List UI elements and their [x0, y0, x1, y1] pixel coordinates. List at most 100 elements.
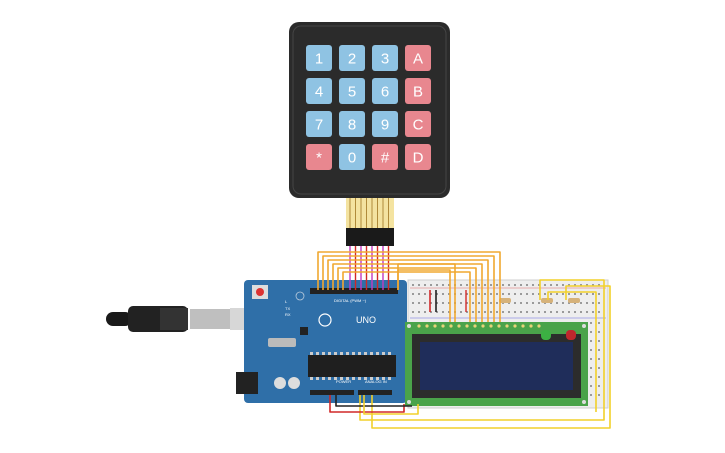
led-red-body[interactable] — [566, 330, 576, 340]
breadboard-hole — [442, 284, 444, 286]
wire[interactable] — [342, 271, 471, 322]
wires[interactable] — [317, 246, 611, 429]
breadboard-hole — [508, 311, 510, 313]
key-cap[interactable] — [339, 78, 365, 104]
key-cap[interactable] — [372, 45, 398, 71]
breadboard-hole — [496, 302, 498, 304]
keypad-key[interactable]: B — [405, 78, 431, 104]
power-header — [310, 390, 354, 395]
wire[interactable] — [371, 285, 611, 429]
breadboard-hole — [538, 293, 540, 295]
keypad-key[interactable]: 0 — [339, 144, 365, 170]
key-cap[interactable] — [306, 45, 332, 71]
key-cap[interactable] — [405, 111, 431, 137]
wire[interactable] — [359, 279, 605, 421]
wire[interactable] — [322, 255, 495, 322]
breadboard-hole — [478, 293, 480, 295]
led-red[interactable] — [566, 330, 576, 340]
breadboard-hole — [418, 311, 420, 313]
breadboard-hole — [550, 311, 552, 313]
key-cap[interactable] — [405, 144, 431, 170]
key-cap[interactable] — [405, 78, 431, 104]
key-cap[interactable] — [372, 78, 398, 104]
chip-pin — [364, 377, 367, 380]
wire[interactable] — [547, 291, 597, 412]
keypad-key[interactable]: 6 — [372, 78, 398, 104]
capacitor-1 — [274, 377, 286, 389]
lcd-pin — [425, 324, 429, 328]
keypad-key[interactable]: D — [405, 144, 431, 170]
breadboard-hole — [436, 302, 438, 304]
led-green[interactable] — [541, 330, 551, 340]
keypad-key[interactable]: 7 — [306, 111, 332, 137]
key-cap[interactable] — [372, 144, 398, 170]
usb-cable[interactable] — [106, 306, 258, 332]
key-cap[interactable] — [306, 144, 332, 170]
wire[interactable] — [329, 395, 405, 413]
lcd-pin — [465, 324, 469, 328]
breadboard-hole — [598, 349, 600, 351]
lcd-pin — [521, 324, 525, 328]
chip-pin — [322, 352, 325, 355]
wire[interactable] — [327, 259, 489, 322]
key-cap[interactable] — [339, 45, 365, 71]
wire[interactable] — [317, 251, 501, 322]
keypad-key[interactable]: * — [306, 144, 332, 170]
resistor-body[interactable] — [541, 298, 553, 303]
breadboard-hole — [556, 293, 558, 295]
keypad-key[interactable]: A — [405, 45, 431, 71]
arduino-uno[interactable]: DIGITAL (PWM ~) TX RX L UNO POWER ANALOG… — [236, 280, 407, 403]
breadboard-hole — [590, 358, 592, 360]
resistor-body[interactable] — [499, 298, 511, 303]
wire[interactable] — [363, 395, 419, 415]
breadboard-hole — [478, 284, 480, 286]
key-label: 5 — [348, 84, 356, 101]
key-cap[interactable] — [339, 144, 365, 170]
breadboard-hole — [418, 284, 420, 286]
key-label: * — [316, 150, 322, 167]
breadboard-hole — [466, 293, 468, 295]
chip-pin — [316, 352, 319, 355]
keypad-key[interactable]: 9 — [372, 111, 398, 137]
resistor-1[interactable] — [499, 298, 511, 303]
breadboard-hole — [520, 293, 522, 295]
wire[interactable] — [337, 267, 477, 322]
keypad-key[interactable]: # — [372, 144, 398, 170]
lcd-mount-hole — [407, 324, 411, 328]
reset-button-cap[interactable] — [256, 288, 264, 296]
breadboard-hole — [484, 302, 486, 304]
chip-pin — [382, 377, 385, 380]
keypad-key[interactable]: 1 — [306, 45, 332, 71]
key-label: C — [413, 117, 424, 134]
chip-pin — [346, 352, 349, 355]
key-label: # — [381, 150, 390, 167]
resistor-2[interactable] — [541, 298, 553, 303]
chip-pin — [310, 352, 313, 355]
resistor-body[interactable] — [568, 298, 580, 303]
resistor-3[interactable] — [568, 298, 580, 303]
keypad-key[interactable]: 3 — [372, 45, 398, 71]
key-cap[interactable] — [339, 111, 365, 137]
led-green-body[interactable] — [541, 330, 551, 340]
keypad-key[interactable]: 4 — [306, 78, 332, 104]
key-cap[interactable] — [372, 111, 398, 137]
wire[interactable] — [335, 395, 412, 407]
breadboard-hole — [460, 293, 462, 295]
breadboard-hole — [466, 302, 468, 304]
key-cap[interactable] — [405, 45, 431, 71]
chip-pin — [352, 377, 355, 380]
key-cap[interactable] — [306, 111, 332, 137]
wire[interactable] — [397, 269, 451, 322]
breadboard-hole — [568, 284, 570, 286]
lcd-pin — [473, 324, 477, 328]
lcd-display[interactable] — [405, 322, 588, 406]
key-cap[interactable] — [306, 78, 332, 104]
breadboard-hole — [568, 311, 570, 313]
keypad-key[interactable]: 2 — [339, 45, 365, 71]
breadboard-hole — [442, 302, 444, 304]
keypad-key[interactable]: 5 — [339, 78, 365, 104]
keypad-key[interactable]: C — [405, 111, 431, 137]
keypad-key[interactable]: 8 — [339, 111, 365, 137]
